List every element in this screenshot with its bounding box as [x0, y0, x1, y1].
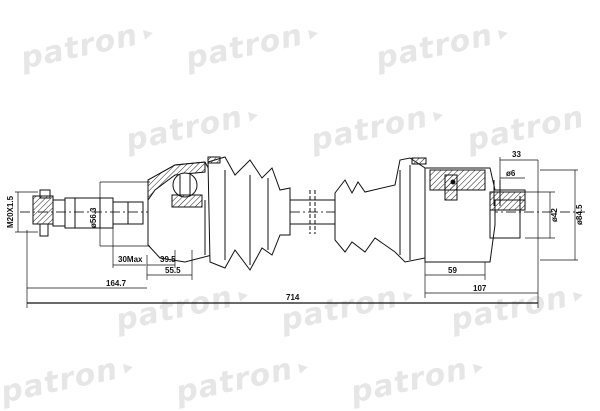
- dim-inner-stub-len: 33: [512, 150, 521, 159]
- dim-39-5: 39.5: [160, 255, 176, 264]
- dim-thread: M20X1.5: [6, 195, 15, 228]
- outer-thread-end: [32, 189, 66, 237]
- dim-flange-diameter: ø84.5: [575, 204, 584, 225]
- dim-stub-diameter: ø42: [550, 208, 559, 222]
- dim-inner-spline-len: 59: [448, 266, 457, 275]
- dim-55-5: 55.5: [165, 266, 181, 275]
- dim-spline-diameter: ø56.3: [89, 207, 98, 228]
- drive-shaft-drawing: M20X1.5 ø56.3 30Max 39.5 55.5 164.7 714 …: [6, 150, 585, 308]
- dimension-labels: M20X1.5 ø56.3 30Max 39.5 55.5 164.7 714 …: [6, 150, 584, 302]
- dimension-lines: [15, 157, 578, 308]
- dim-max-len: 30Max: [118, 255, 143, 264]
- dim-inner-length: 107: [473, 284, 487, 293]
- dim-total-length: 714: [286, 293, 300, 302]
- dim-pin-diameter: ø6: [506, 169, 516, 178]
- dim-outer-length: 164.7: [106, 279, 127, 288]
